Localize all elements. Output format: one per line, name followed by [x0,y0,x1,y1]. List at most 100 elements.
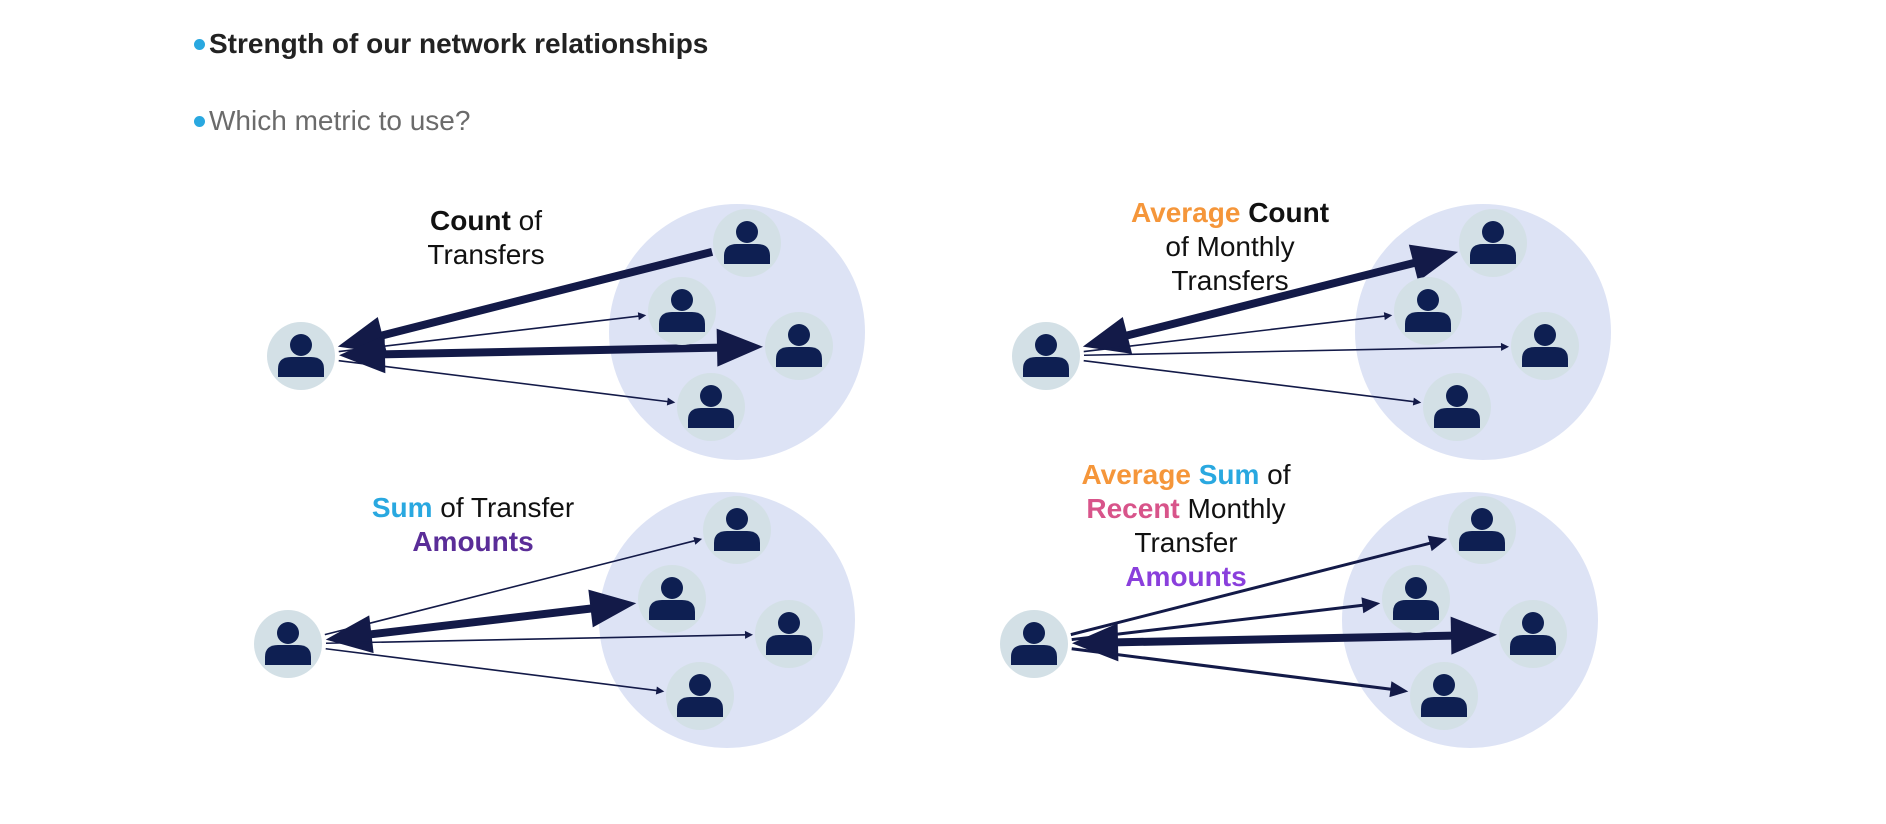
arrowhead [744,630,754,639]
contact-user-node [1459,209,1527,277]
edge-line [325,647,659,692]
arrowhead [716,328,764,367]
network-cluster [599,492,855,748]
arrowhead [1427,535,1448,552]
label-segment: Sum [372,492,433,523]
contact-user-node [1382,565,1450,633]
edge-line [1117,256,1424,342]
person-icon [724,221,770,264]
arrowhead [1500,342,1510,351]
person-body [1470,244,1516,264]
person-head [736,221,758,243]
person-head [661,577,683,599]
arrowhead [338,335,386,374]
edge-arrow [324,536,703,636]
person-icon [1023,334,1069,377]
arrowhead [1383,312,1393,321]
arrowhead [1408,244,1459,282]
person-icon [1405,289,1451,332]
label-segment: Sum [1199,459,1260,490]
edge-arrow [1071,647,1409,698]
edge-line [1083,315,1386,353]
arrowhead [325,615,374,654]
person-body [1510,635,1556,655]
person-body [1522,347,1568,367]
edge-line [375,343,727,359]
person-body [1393,600,1439,620]
person-body [265,645,311,665]
bullet-dot-icon [194,38,205,50]
edge-arrow [1082,244,1459,354]
edge-arrow [338,312,647,353]
person-head [277,622,299,644]
person-head [1522,612,1544,634]
contact-user-node [1511,312,1579,380]
bullet-dot-icon [194,115,205,127]
edge-line [361,603,601,640]
person-body [1011,645,1057,665]
label-segment [1240,197,1248,228]
person-head [726,508,748,530]
person-body [776,347,822,367]
edge-line [338,359,670,403]
edge-arrow [1083,312,1393,353]
person-head [1433,674,1455,696]
bullet-text: Strength of our network relationships [209,28,709,59]
contact-user-node [666,662,734,730]
edge-line [1108,631,1461,647]
contact-user-node [638,565,706,633]
label-segment: of Transfer [433,492,575,523]
label-segment: Amounts [412,526,533,557]
edge-arrow [325,630,754,645]
person-body [1023,357,1069,377]
person-body [677,697,723,717]
contact-user-node [1499,600,1567,668]
person-icon [1510,612,1556,655]
person-icon [1470,221,1516,264]
arrowhead [1082,316,1133,354]
person-head [1035,334,1057,356]
label-segment: Transfer [1134,527,1237,558]
contact-user-node [755,600,823,668]
edge-arrow [1083,359,1422,406]
edge-line [324,539,697,636]
edge-line [1071,603,1367,642]
label-segment: Monthly [1180,493,1286,524]
arrowhead [666,397,676,406]
person-head [700,385,722,407]
contact-user-node [713,209,781,277]
arrowhead [655,686,665,695]
person-icon [776,324,822,367]
person-icon [1393,577,1439,620]
contact-user-node [1448,496,1516,564]
person-icon [1522,324,1568,367]
person-head [778,612,800,634]
label-segment: of [1259,459,1290,490]
source-user-node [1012,322,1080,390]
person-head [689,674,711,696]
person-icon [1011,622,1057,665]
label-segment: Count [1248,197,1329,228]
edge-arrow [338,328,764,374]
network-cluster [1342,492,1598,748]
edge-line [338,315,640,353]
edge-line [1071,647,1395,692]
person-icon [714,508,760,551]
contact-user-node [1394,277,1462,345]
person-head [1417,289,1439,311]
contact-user-node [648,277,716,345]
edge-line [1070,540,1434,637]
person-head [1534,324,1556,346]
person-icon [278,334,324,377]
label-segment: of [511,205,542,236]
arrowhead [1412,397,1422,406]
person-icon [265,622,311,665]
contact-user-node [703,496,771,564]
bullet-text: Which metric to use? [209,105,471,136]
edge-arrow [338,359,676,406]
